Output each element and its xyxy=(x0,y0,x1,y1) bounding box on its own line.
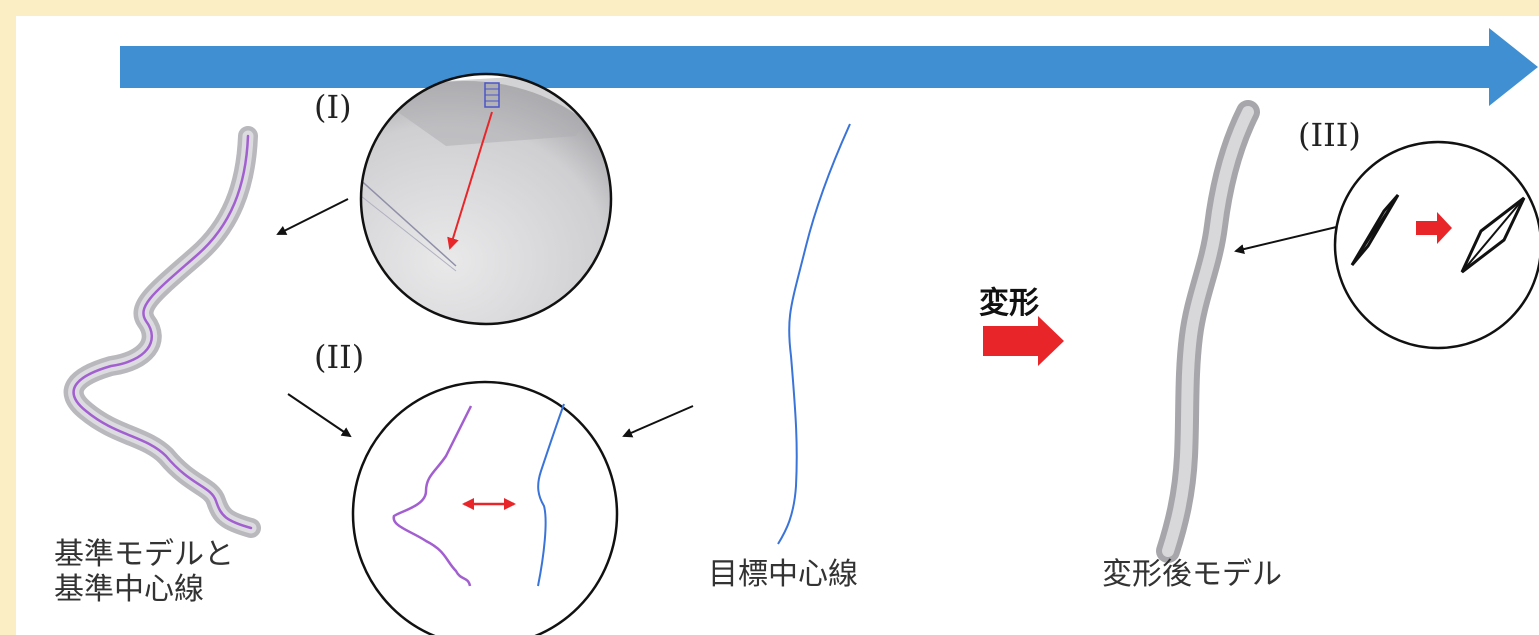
marker-ii: (II) xyxy=(314,338,365,376)
deformed-model xyxy=(1156,100,1260,563)
pointer-arrow-i xyxy=(276,198,349,235)
pointer-arrow-ii-right xyxy=(622,405,694,438)
reference-centerline xyxy=(72,134,253,530)
reference-model-label-line2: 基準中心線 xyxy=(54,571,204,607)
deform-label: 変形 xyxy=(979,286,1039,321)
zoom-circle-iii xyxy=(1333,140,1539,350)
element-transform-arrow xyxy=(1416,212,1452,244)
reference-centerline-detail xyxy=(392,405,473,587)
deformed-model-label: 変形後モデル xyxy=(1102,557,1282,592)
reference-model-label: 基準モデルと 基準中心線 xyxy=(54,537,234,607)
reference-model xyxy=(63,126,261,538)
diagram-canvas: (I) (II) (III) 変形 基準モデルと 基準中心線 目標中心線 変形後… xyxy=(16,16,1539,635)
pointer-arrow-iii xyxy=(1234,223,1350,255)
diagram-graphics xyxy=(63,28,1539,635)
zoom-circle-ii xyxy=(351,380,619,635)
pointer-arrow-ii-left xyxy=(287,393,352,438)
target-centerline xyxy=(777,123,851,545)
target-centerline-detail xyxy=(537,403,565,587)
marker-i: (I) xyxy=(314,88,352,126)
radius-arrow xyxy=(447,111,493,250)
target-centerline-label: 目標中心線 xyxy=(708,557,858,592)
reference-model-label-line1: 基準モデルと xyxy=(54,537,234,572)
marker-iii: (III) xyxy=(1298,116,1361,154)
deform-arrow xyxy=(983,316,1064,366)
